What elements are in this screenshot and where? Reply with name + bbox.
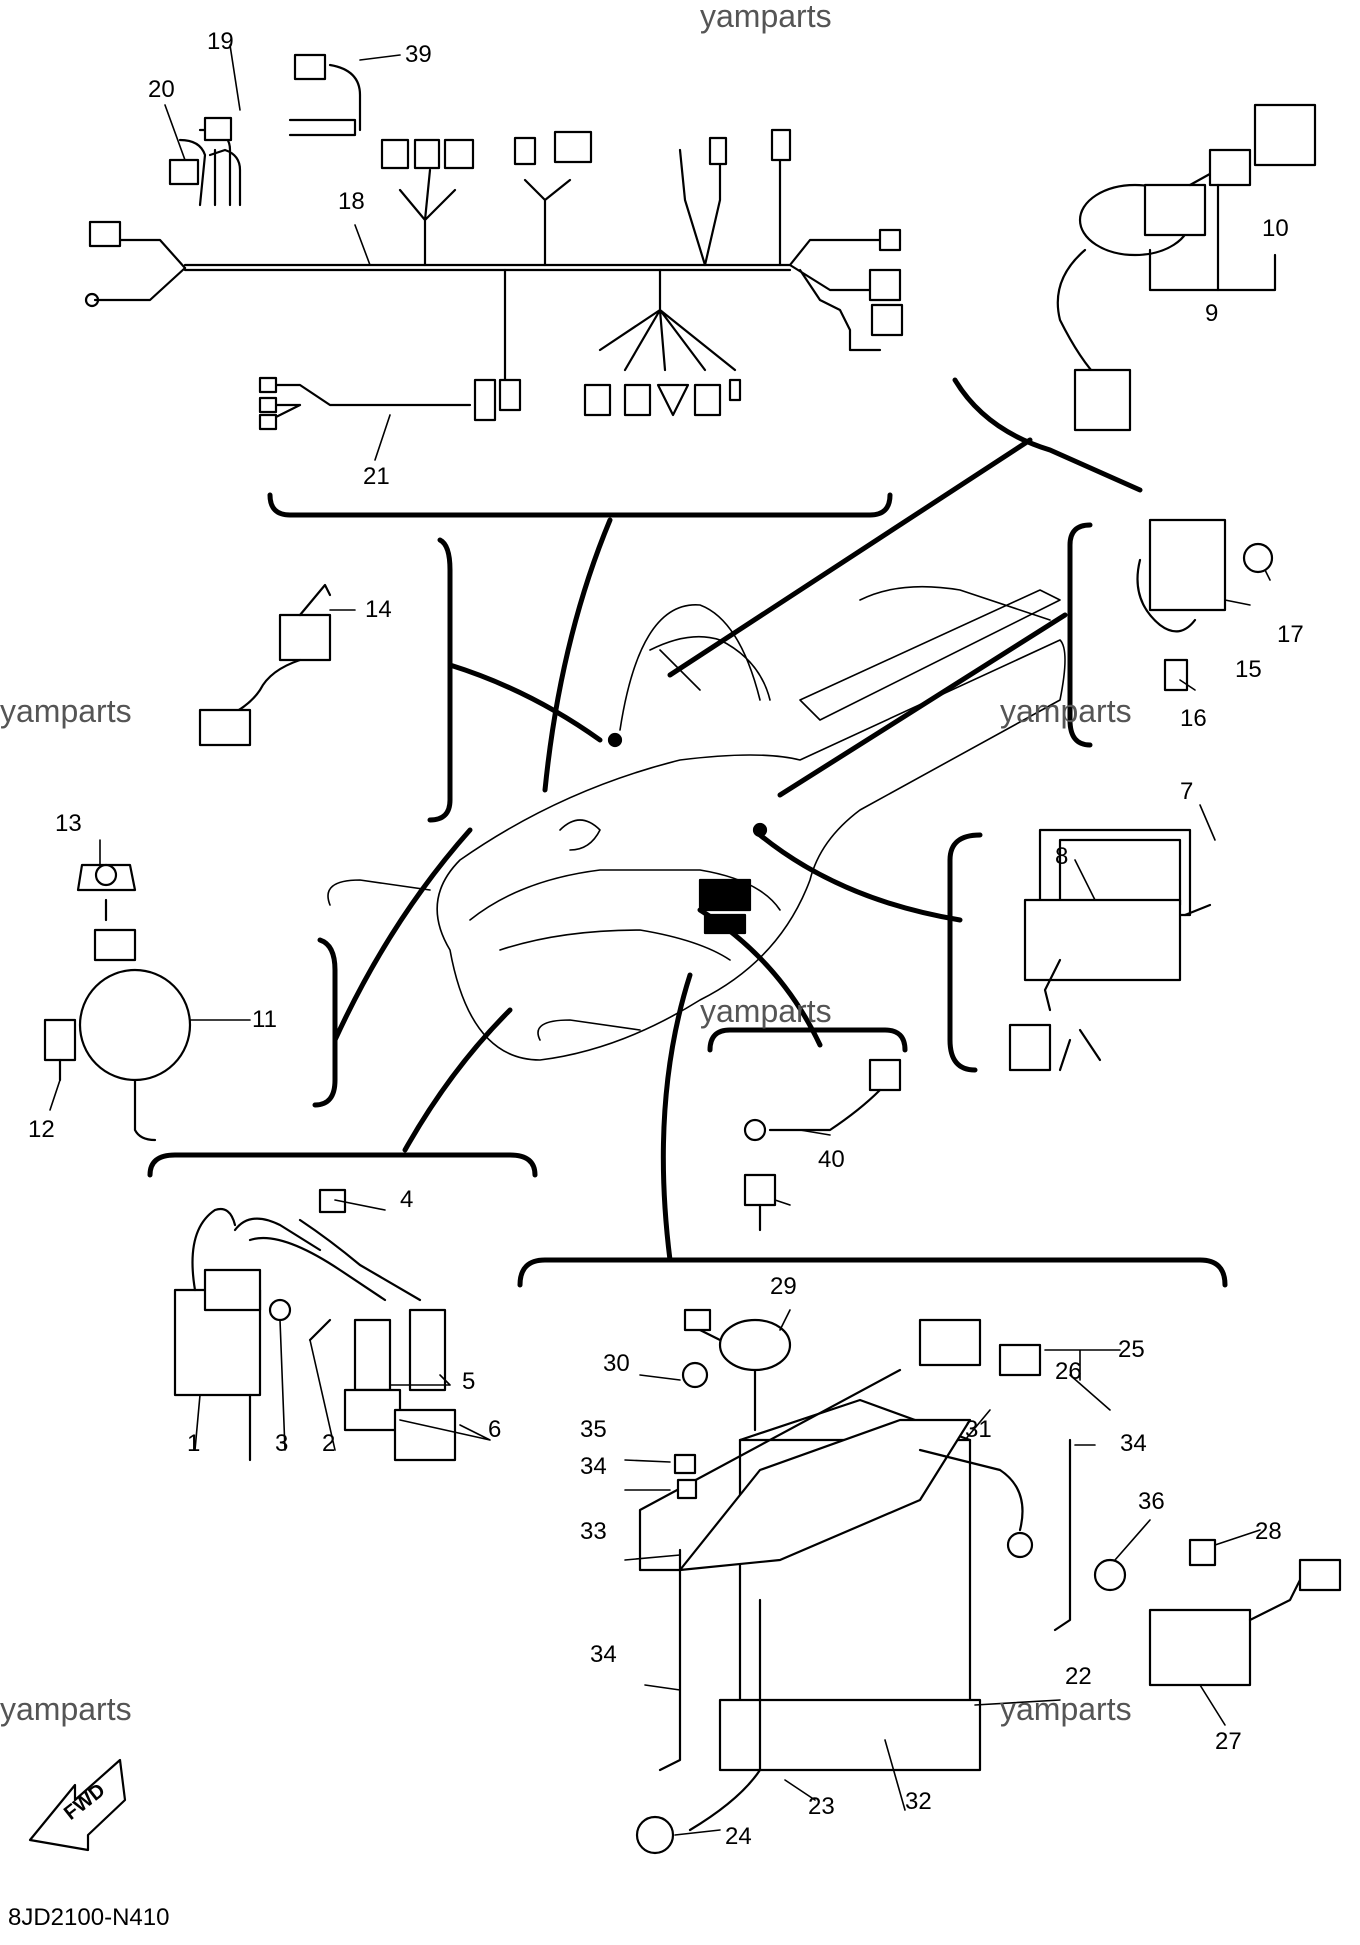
- callout-11: 11: [252, 1006, 277, 1033]
- callout-8: 8: [1055, 843, 1069, 870]
- leader-lines: [332, 437, 1068, 1263]
- main-switch: [1056, 103, 1317, 432]
- battery-assembly: [635, 1308, 1342, 1855]
- horn-assembly: [43, 863, 192, 1142]
- drawing-code: 8JD2100-N410: [8, 1904, 170, 1931]
- callout-20: 20: [148, 76, 175, 103]
- ignition-coil-assembly: [173, 1188, 457, 1462]
- callout-7: 7: [1180, 778, 1194, 805]
- callout-30: 30: [603, 1350, 630, 1377]
- wire-harness: [84, 53, 904, 431]
- callout-37: 36: [1138, 1488, 1165, 1515]
- callout-27: 27: [1215, 1728, 1242, 1755]
- callout-22: 22: [1065, 1663, 1092, 1690]
- callout-31: 31: [965, 1416, 992, 1443]
- callout-36: 35: [580, 1416, 607, 1443]
- callout-29: 29: [770, 1273, 797, 1300]
- callout-28: 28: [1255, 1518, 1282, 1545]
- callout-leaders: [49, 44, 1271, 1836]
- watermark: yamparts: [0, 1691, 132, 1727]
- watermark: yamparts: [1000, 1691, 1132, 1727]
- callout-34b: 34: [590, 1641, 617, 1668]
- callout-5: 5: [462, 1368, 476, 1395]
- callout-12: 12: [28, 1116, 55, 1143]
- callout-34: 34: [1120, 1430, 1147, 1457]
- callout-2: 2: [322, 1430, 336, 1457]
- callout-23: 23: [808, 1793, 835, 1820]
- callout-25: 25: [1118, 1336, 1145, 1363]
- callout-19: 19: [207, 28, 234, 55]
- fwd-arrow-icon: [28, 1758, 127, 1852]
- relay-assembly: [1136, 518, 1274, 692]
- sensor-wire: [743, 1058, 902, 1232]
- callout-10: 10: [1262, 215, 1289, 242]
- callout-15: 15: [1235, 656, 1262, 683]
- handlebar-switch: [198, 583, 332, 747]
- callout-14: 14: [365, 596, 392, 623]
- callout-13: 13: [55, 810, 82, 837]
- callout-17: 17: [1277, 621, 1304, 648]
- rectifier-regulator: [1008, 828, 1212, 1072]
- callout-4: 4: [400, 1186, 414, 1213]
- watermark: yamparts: [700, 0, 832, 34]
- watermark: yamparts: [700, 993, 832, 1029]
- callout-9: 9: [1205, 300, 1219, 327]
- callout-26: 26: [1055, 1358, 1082, 1385]
- callout-24: 24: [725, 1823, 752, 1850]
- callout-16: 16: [1180, 705, 1207, 732]
- callout-33: 33: [580, 1518, 607, 1545]
- callout-18: 18: [338, 188, 365, 215]
- callout-6: 6: [488, 1416, 502, 1443]
- callout-1: 1: [187, 1430, 201, 1457]
- callout-21: 21: [363, 463, 390, 490]
- watermark: yamparts: [1000, 693, 1132, 729]
- callout-35: 34: [580, 1453, 607, 1480]
- callout-38: 39: [405, 41, 432, 68]
- snowmobile-outline: [327, 585, 1066, 1061]
- callout-32: 32: [905, 1788, 932, 1815]
- callout-39: 40: [818, 1146, 845, 1173]
- callout-3: 3: [275, 1430, 289, 1457]
- group-brackets: [147, 377, 1228, 1288]
- watermark: yamparts: [0, 693, 132, 729]
